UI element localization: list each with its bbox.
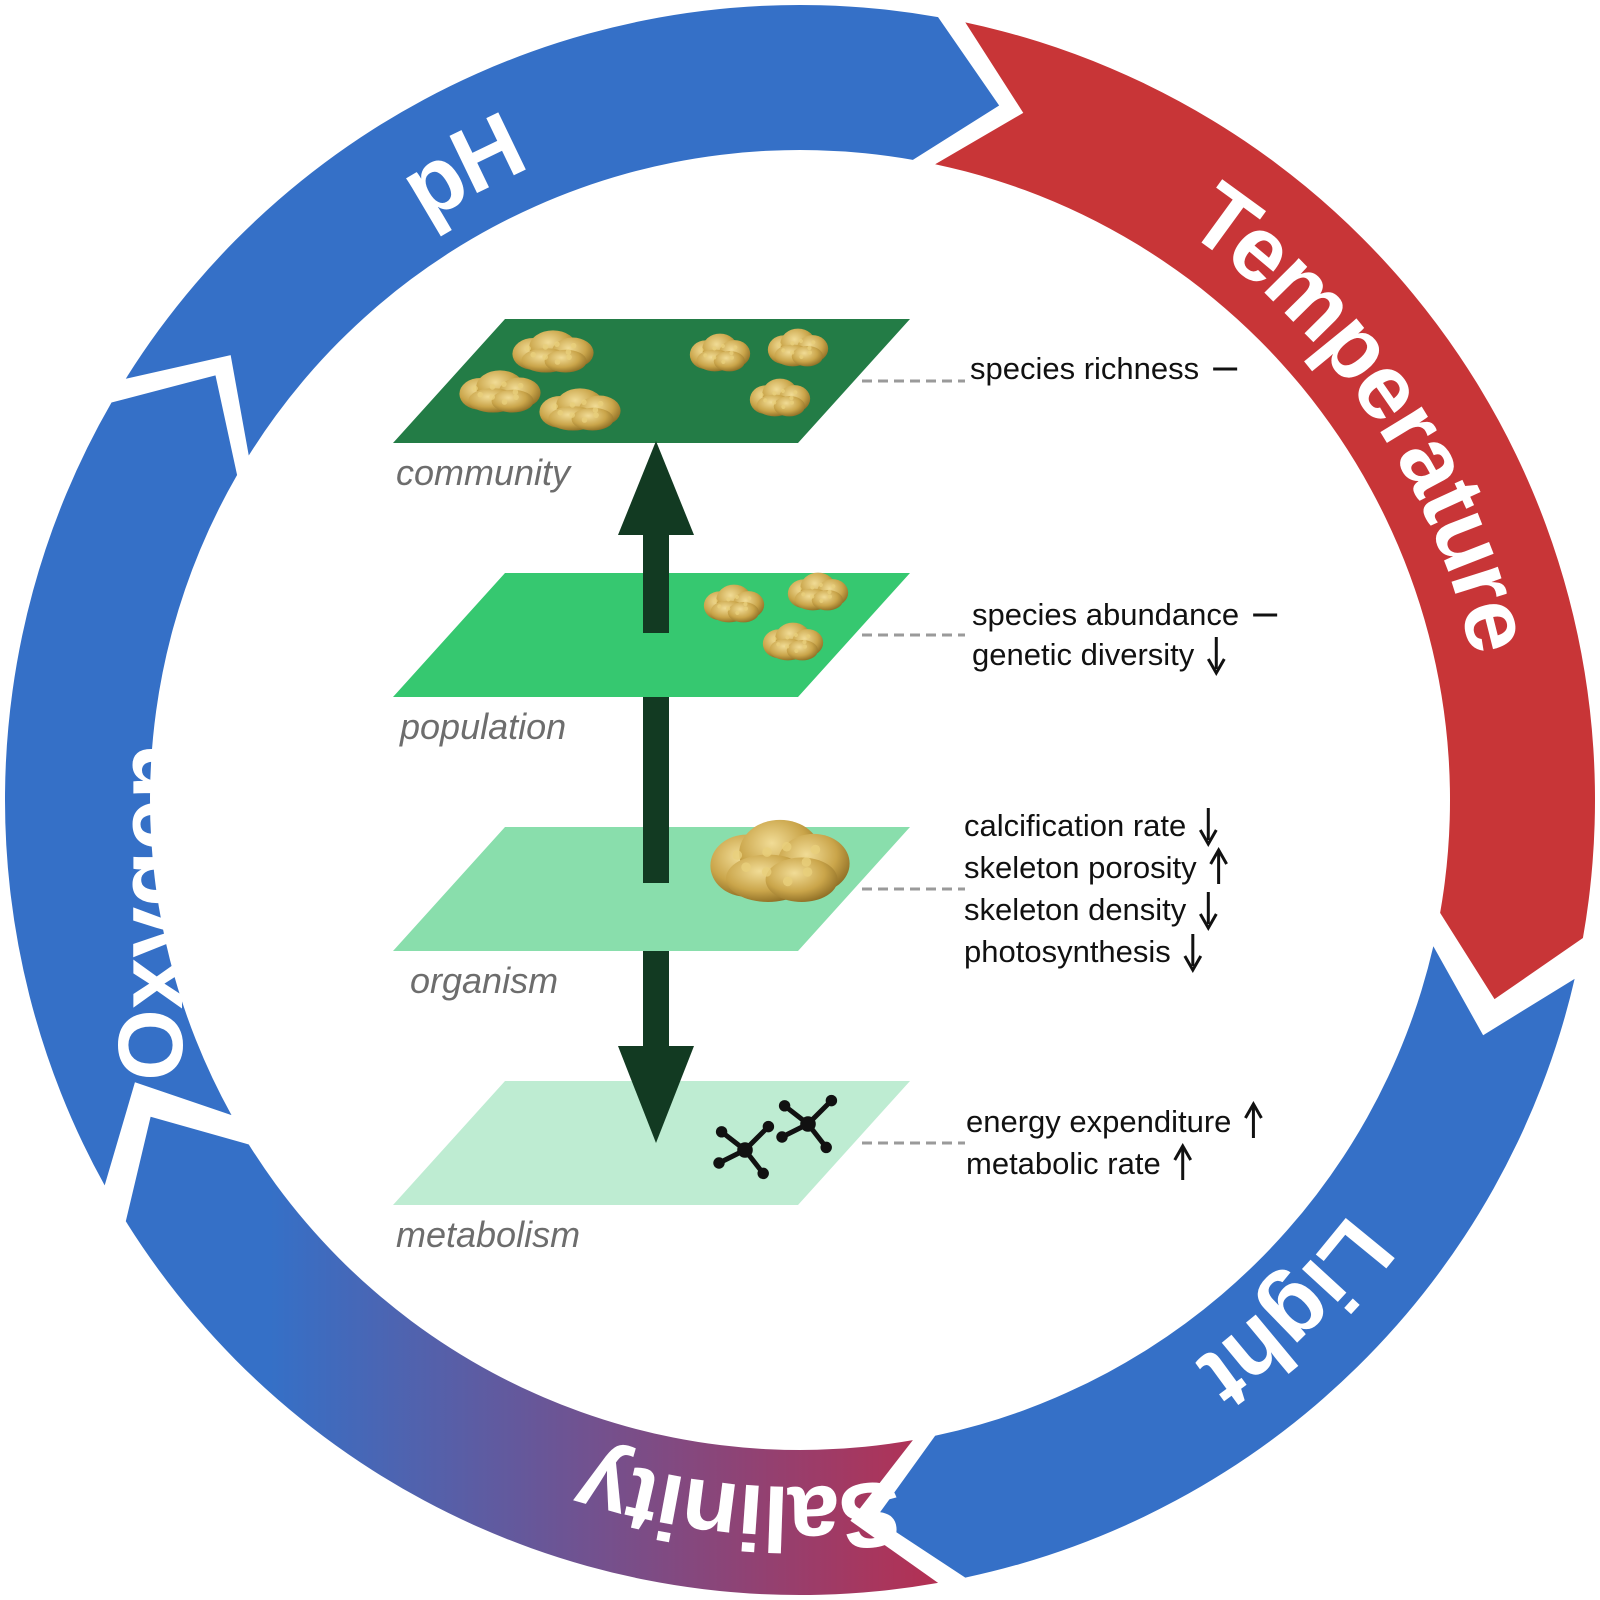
- down-arrowhead: [618, 1046, 694, 1143]
- coral-colony-icon: [762, 622, 824, 661]
- level-organism: organism: [393, 819, 965, 1001]
- arrow-shaft: [643, 951, 669, 1051]
- level-plane: [393, 573, 910, 697]
- coral-colony-icon: [710, 819, 850, 902]
- segment-ph: [125, 4, 1000, 456]
- level-label: metabolism: [396, 1214, 580, 1255]
- coral-colony-icon: [539, 388, 621, 431]
- coral-colony-icon: [703, 584, 765, 623]
- effect-label: energy expenditure: [966, 1104, 1231, 1139]
- effect-label: skeleton porosity: [964, 850, 1197, 885]
- arrow-shaft: [643, 697, 669, 883]
- segment-salinity: [125, 1116, 939, 1595]
- coral-colony-icon: [749, 378, 811, 417]
- up-arrow-icon: [1244, 1100, 1263, 1138]
- segment-oxygen: [4, 375, 238, 1186]
- biological-levels: community population organism metabolism: [393, 319, 965, 1255]
- level-metabolism: metabolism: [393, 1081, 965, 1255]
- segment-light: [875, 946, 1575, 1578]
- effect-label: genetic diversity: [972, 637, 1195, 672]
- coral-colony-icon: [459, 370, 541, 413]
- coral-colony-icon: [512, 330, 594, 373]
- level-label: population: [399, 706, 566, 747]
- effect-label: photosynthesis: [964, 934, 1171, 969]
- effect-label: metabolic rate: [966, 1146, 1161, 1181]
- coral-colony-icon: [689, 333, 751, 372]
- up-arrow-icon: [1209, 846, 1228, 884]
- down-arrow-icon: [1198, 808, 1218, 848]
- effect-label: calcification rate: [964, 808, 1186, 843]
- down-arrow-icon: [1183, 934, 1203, 974]
- segment-temperature: [935, 22, 1595, 1000]
- level-plane: [393, 1081, 910, 1205]
- coral-colony-icon: [787, 572, 849, 611]
- molecule-icon: [776, 1094, 838, 1154]
- effects-panel: species richness species abundance genetic…: [964, 351, 1278, 1181]
- coral-colony-icon: [767, 328, 829, 367]
- level-label: community: [396, 452, 572, 493]
- level-community: community: [393, 319, 965, 493]
- down-arrow-icon: [1206, 637, 1226, 677]
- up-arrow-icon: [1173, 1142, 1193, 1180]
- molecule-icon: [713, 1120, 775, 1180]
- level-label: organism: [410, 960, 558, 1001]
- effect-label: species abundance: [972, 597, 1239, 632]
- up-arrowhead: [618, 441, 694, 535]
- effect-label: skeleton density: [964, 892, 1187, 927]
- effect-label: species richness: [970, 351, 1199, 386]
- down-arrow-icon: [1199, 892, 1218, 932]
- scale-arrow: [618, 441, 694, 1143]
- ring-label-oxygen: Oxygen: [100, 743, 202, 1080]
- arrow-shaft: [643, 530, 669, 633]
- level-population: population: [393, 572, 965, 747]
